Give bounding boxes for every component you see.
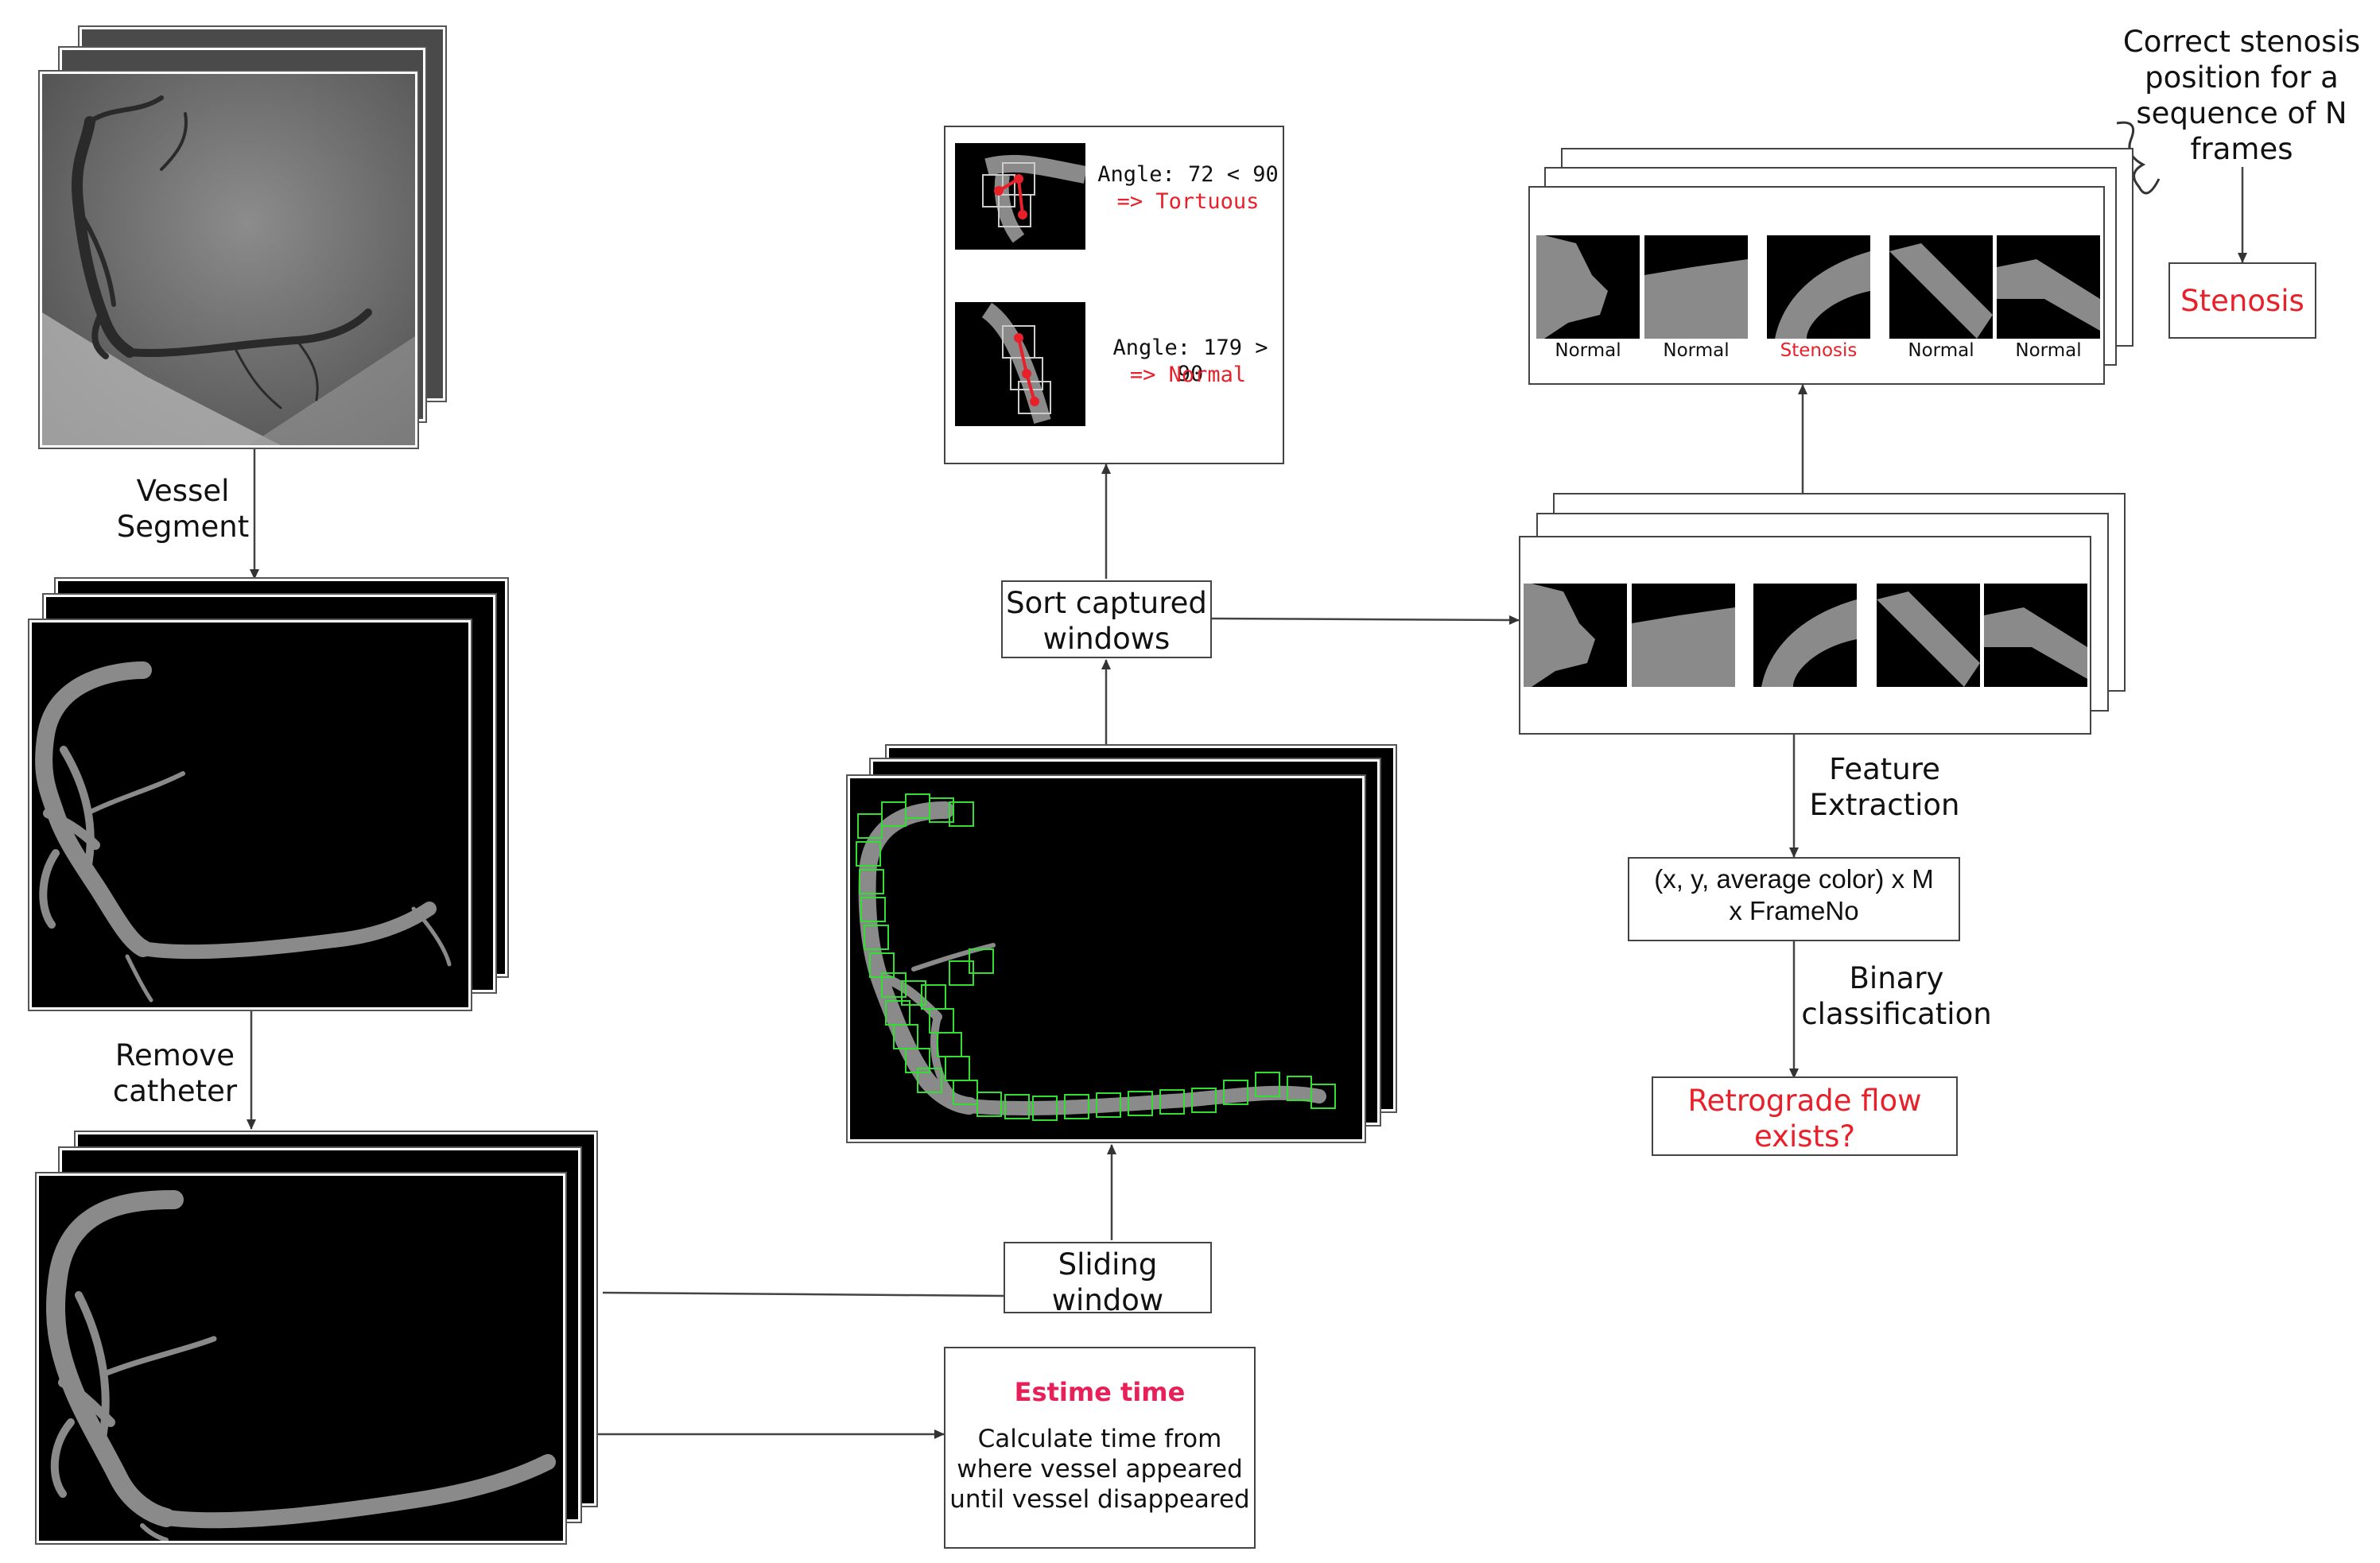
- angiogram-image: [38, 70, 419, 449]
- patch-caption-4: Normal: [1908, 340, 1974, 361]
- patch-caption-2: Normal: [1663, 340, 1730, 361]
- estimate-time-box: Estime time Calculate time from where ve…: [944, 1347, 1256, 1549]
- angle-panel: Angle: 72 < 90 => Tortuous Angle: 179 > …: [944, 126, 1284, 464]
- remove-catheter-label: Remove catheter: [112, 1038, 238, 1109]
- patch-1: [1524, 584, 1627, 687]
- patch-2: [1632, 584, 1735, 687]
- arrow-sort-to-patches: [1210, 615, 1520, 625]
- normal-crop: [981, 302, 1051, 425]
- clean-vessels: [46, 1190, 556, 1542]
- angle-2-result: => Normal: [1129, 363, 1247, 387]
- estimate-time-title: Estime time: [1014, 1377, 1186, 1407]
- stenosis-result-box: Stenosis: [2168, 262, 2316, 339]
- window-boxes-image: [846, 774, 1366, 1143]
- angle-thumb-normal: [955, 302, 1085, 426]
- vessel-segment-label: Vessel Segment: [116, 474, 250, 545]
- estimate-time-body: Calculate time from where vessel appeare…: [949, 1425, 1250, 1514]
- sort-windows-label: Sort captured windows: [1006, 586, 1207, 657]
- angle-thumb-tortuous: [955, 143, 1085, 250]
- patches-frame: [1519, 536, 2091, 735]
- tortuous-crop: [982, 154, 1085, 243]
- feature-vector-label: (x, y, average color) x M x FrameNo: [1654, 864, 1934, 926]
- line-remove-to-sliding: [602, 1291, 1004, 1297]
- st-patch-4: [1889, 235, 1993, 339]
- sliding-window-box: Sliding window: [1004, 1242, 1212, 1317]
- sort-windows-box: Sort captured windows: [1001, 580, 1212, 658]
- feature-extraction-label: Feature Extraction: [1809, 752, 1960, 823]
- angiogram-vessels: [42, 74, 415, 445]
- clean-image: [35, 1172, 567, 1545]
- correct-stenosis-note: Correct stenosis position for a sequence…: [2122, 25, 2361, 167]
- patch-4: [1877, 584, 1980, 687]
- st-patch-2: [1644, 235, 1748, 339]
- patch-caption-3: Stenosis: [1780, 340, 1858, 361]
- st-patch-5: [1997, 235, 2100, 339]
- binary-classification-label: Binary classification: [1801, 961, 1992, 1032]
- retrograde-label: Retrograde flow exists?: [1687, 1084, 1922, 1154]
- st-patch-1: [1536, 235, 1640, 339]
- sliding-window-label: Sliding window: [1051, 1247, 1164, 1318]
- patch-caption-5: Normal: [2015, 340, 2082, 361]
- patch-3: [1753, 584, 1857, 687]
- retrograde-box: Retrograde flow exists?: [1652, 1076, 1958, 1156]
- patch-caption-1: Normal: [1555, 340, 1621, 361]
- angle-1-result: => Tortuous: [1116, 189, 1260, 214]
- segmented-vessels: [35, 661, 452, 1003]
- segmented-image: [28, 619, 472, 1011]
- window-boxes-vessels: [856, 793, 1336, 1121]
- st-patch-3: [1767, 235, 1870, 339]
- angle-2-text: Angle: 179 > 90: [1112, 335, 1268, 386]
- stenosis-row-frame: Normal Normal Stenosis Normal Normal: [1528, 186, 2105, 385]
- angle-1-text: Angle: 72 < 90: [1097, 162, 1279, 187]
- brace-icon: [2116, 121, 2161, 195]
- stenosis-result-label: Stenosis: [2180, 284, 2304, 318]
- feature-vector-box: (x, y, average color) x M x FrameNo: [1628, 857, 1960, 941]
- patch-5: [1984, 584, 2087, 687]
